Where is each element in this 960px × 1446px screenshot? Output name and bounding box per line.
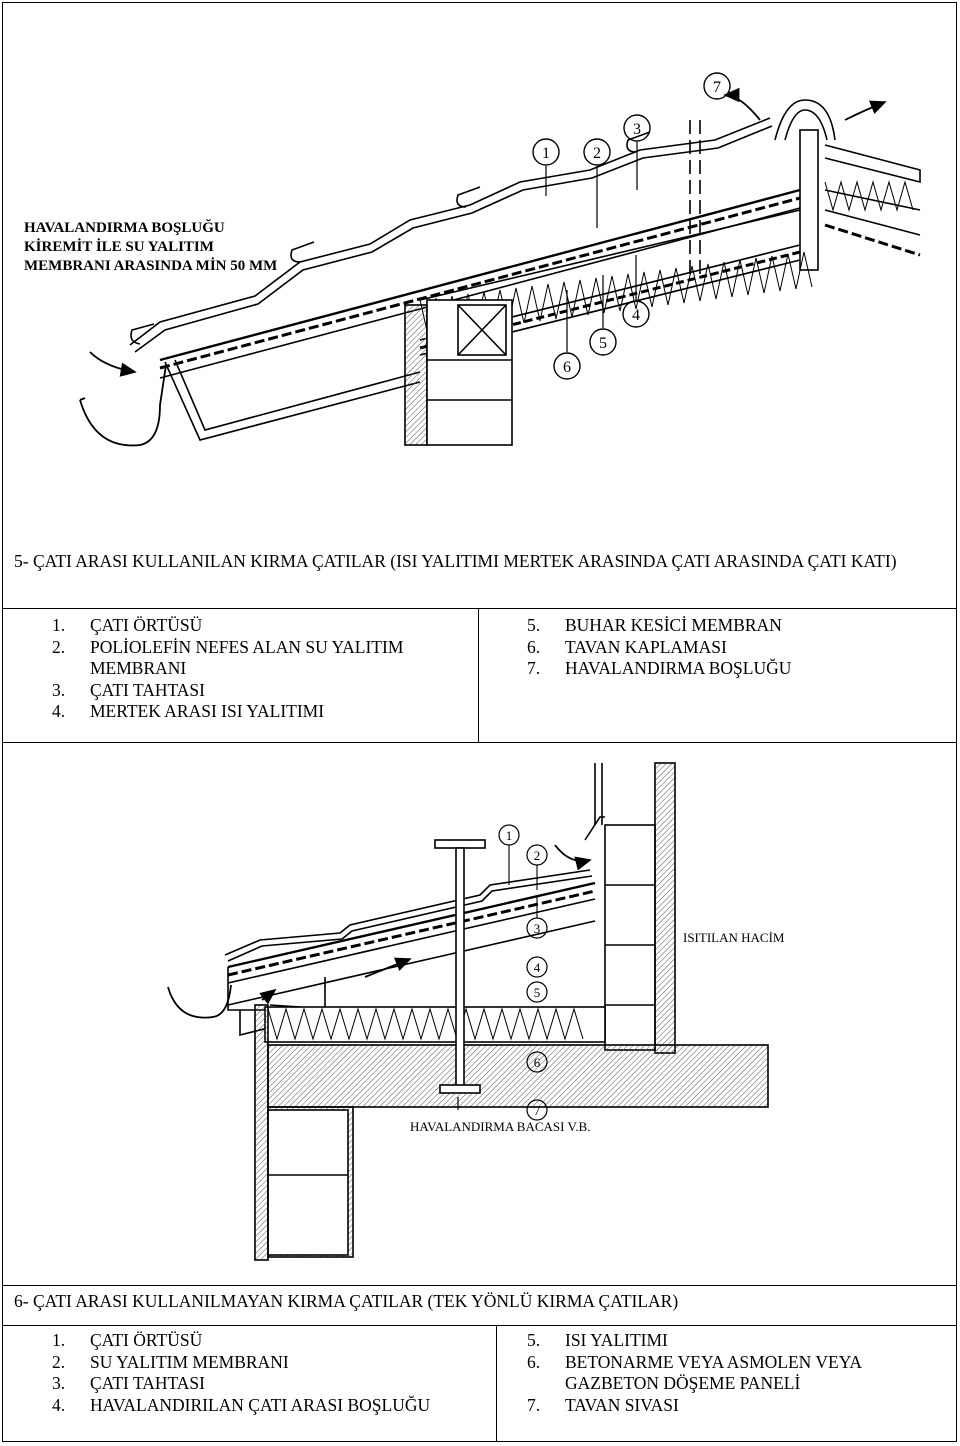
legend-item: 7.HAVALANDIRMA BOŞLUĞU	[527, 658, 792, 678]
divider	[496, 1325, 497, 1442]
svg-text:2: 2	[593, 145, 601, 162]
legend-item: 1.ÇATI ÖRTÜSÜ	[52, 615, 203, 635]
svg-text:4: 4	[534, 960, 541, 975]
heated-space-label: ISITILAN HACİM	[683, 930, 785, 945]
legend-item: 2.POLİOLEFİN NEFES ALAN SU YALITIM MEMBR…	[52, 636, 404, 679]
callout-3: 3	[623, 114, 651, 190]
callout-1: 1	[498, 824, 520, 885]
wall-section	[404, 299, 513, 446]
svg-text:2: 2	[534, 848, 541, 863]
section6-title: 6- ÇATI ARASI KULLANILMAYAN KIRMA ÇATILA…	[14, 1291, 679, 1311]
svg-text:1: 1	[542, 145, 550, 162]
svg-text:4: 4	[632, 307, 640, 324]
svg-text:7: 7	[534, 1103, 541, 1118]
callout-4: 4	[622, 255, 650, 328]
callout-2: 2	[526, 844, 548, 890]
callout-7: 7	[703, 72, 731, 100]
ridge-detail	[689, 99, 921, 275]
svg-text:1: 1	[506, 828, 513, 843]
svg-text:3: 3	[633, 121, 641, 138]
svg-text:5: 5	[599, 335, 607, 352]
legend-item: 1.ÇATI ÖRTÜSÜ	[52, 1330, 203, 1350]
legend-item: 3.ÇATI TAHTASI	[52, 679, 205, 700]
section5-legend-right: 5.BUHAR KESİCİ MEMBRAN 6.TAVAN KAPLAMASI…	[527, 615, 927, 680]
chimney-label: HAVALANDIRMA BACASI V.B.	[410, 1119, 590, 1134]
legend-item: 7.TAVAN SIVASI	[527, 1394, 679, 1415]
divider	[2, 742, 957, 743]
section6-legend-right: 5.ISI YALITIMI 6.BETONARME VEYA ASMOLEN …	[527, 1330, 937, 1416]
svg-text:KİREMİT İLE SU YALITIM: KİREMİT İLE SU YALITIM	[24, 238, 214, 255]
legend-item: 5.ISI YALITIMI	[527, 1330, 668, 1350]
legend-item: 2.SU YALITIM MEMBRANI	[52, 1351, 289, 1372]
callout-5: 5	[589, 275, 617, 356]
legend-item: 6.BETONARME VEYA ASMOLEN VEYA GAZBETON D…	[527, 1351, 862, 1394]
section5-legend-left: 1.ÇATI ÖRTÜSÜ 2.POLİOLEFİN NEFES ALAN SU…	[52, 615, 452, 723]
callout-5: 5	[526, 981, 548, 1003]
legend-item: 5.BUHAR KESİCİ MEMBRAN	[527, 615, 782, 635]
svg-text:HAVALANDIRMA BOŞLUĞU: HAVALANDIRMA BOŞLUĞU	[24, 219, 225, 236]
ventilation-arrows	[259, 844, 592, 1005]
callout-3: 3	[526, 897, 548, 939]
gutter	[79, 364, 167, 447]
divider	[2, 1325, 957, 1326]
callout-6: 6	[526, 1051, 548, 1073]
legend-item: 6.TAVAN KAPLAMASI	[527, 636, 727, 657]
callout-4: 4	[526, 956, 548, 978]
svg-text:6: 6	[534, 1055, 541, 1070]
floor-slab	[254, 1004, 769, 1261]
section6-legend-left: 1.ÇATI ÖRTÜSÜ 2.SU YALITIM MEMBRANI 3.ÇA…	[52, 1330, 482, 1416]
ventilation-pipe	[434, 839, 486, 1094]
ventilation-arrows	[89, 87, 887, 377]
svg-text:MEMBRANI ARASINDA MİN 50 MM: MEMBRANI ARASINDA MİN 50 MM	[24, 257, 277, 274]
svg-text:3: 3	[534, 921, 541, 936]
divider	[2, 608, 957, 609]
legend-item: 4.MERTEK ARASI ISI YALITIMI	[52, 701, 325, 721]
ventilation-note: HAVALANDIRMA BOŞLUĞU KİREMİT İLE SU YALI…	[24, 219, 277, 274]
divider	[2, 1285, 957, 1286]
callout-6: 6	[553, 290, 581, 380]
legend-item: 3.ÇATI TAHTASI	[52, 1373, 205, 1393]
callout-7: 7	[526, 1099, 548, 1121]
section6-roof-drawing: 1 2 3 4 5 6 7 ISITILAN HACİM HAVALANDIRM…	[167, 762, 785, 1261]
heated-space-wall	[584, 762, 676, 1054]
legend-item: 4.HAVALANDIRILAN ÇATI ARASI BOŞLUĞU	[52, 1394, 431, 1415]
divider	[478, 608, 479, 742]
section5-roof-drawing: 1 2 3 4 5 6 7 HAVALANDIRMA BOŞLUĞU KİREM…	[24, 72, 921, 447]
callout-1: 1	[532, 138, 560, 196]
svg-text:5: 5	[534, 985, 541, 1000]
section5-title: 5- ÇATI ARASI KULLANILAN KIRMA ÇATILAR (…	[14, 551, 897, 571]
gutter	[167, 984, 232, 1019]
svg-text:7: 7	[713, 79, 721, 96]
svg-text:6: 6	[563, 359, 571, 376]
callout-2: 2	[583, 138, 611, 228]
